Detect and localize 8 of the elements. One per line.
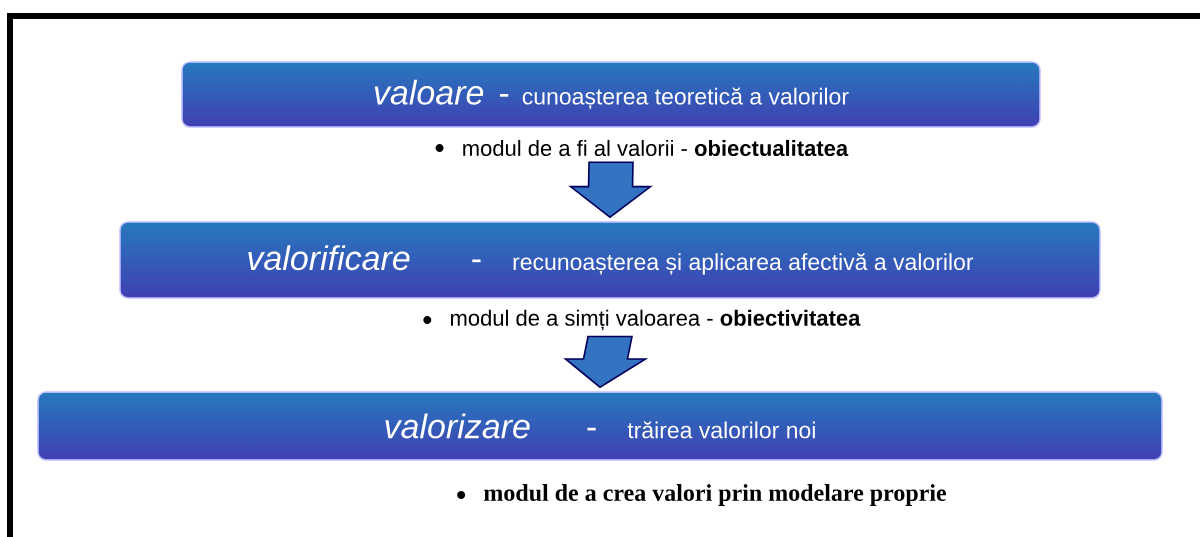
process-box: valorizare - trăirea valorilor noi [37,391,1163,461]
bullet-text: modul de a crea valori prin modelare proprie [484,484,947,506]
block-arrow [568,161,653,219]
process-box: valoare - cunoașterea teoretică a valorilor [181,61,1041,128]
bullet-text: modul de a simți valoarea - obiectivitatea [451,309,861,331]
process-box: valorificare - recunoașterea și aplicarea afectivă a valorilor [119,221,1101,299]
bullet-text: modul de a fi al valorii - obiectualitatea [463,139,849,157]
block-arrow [563,335,649,389]
